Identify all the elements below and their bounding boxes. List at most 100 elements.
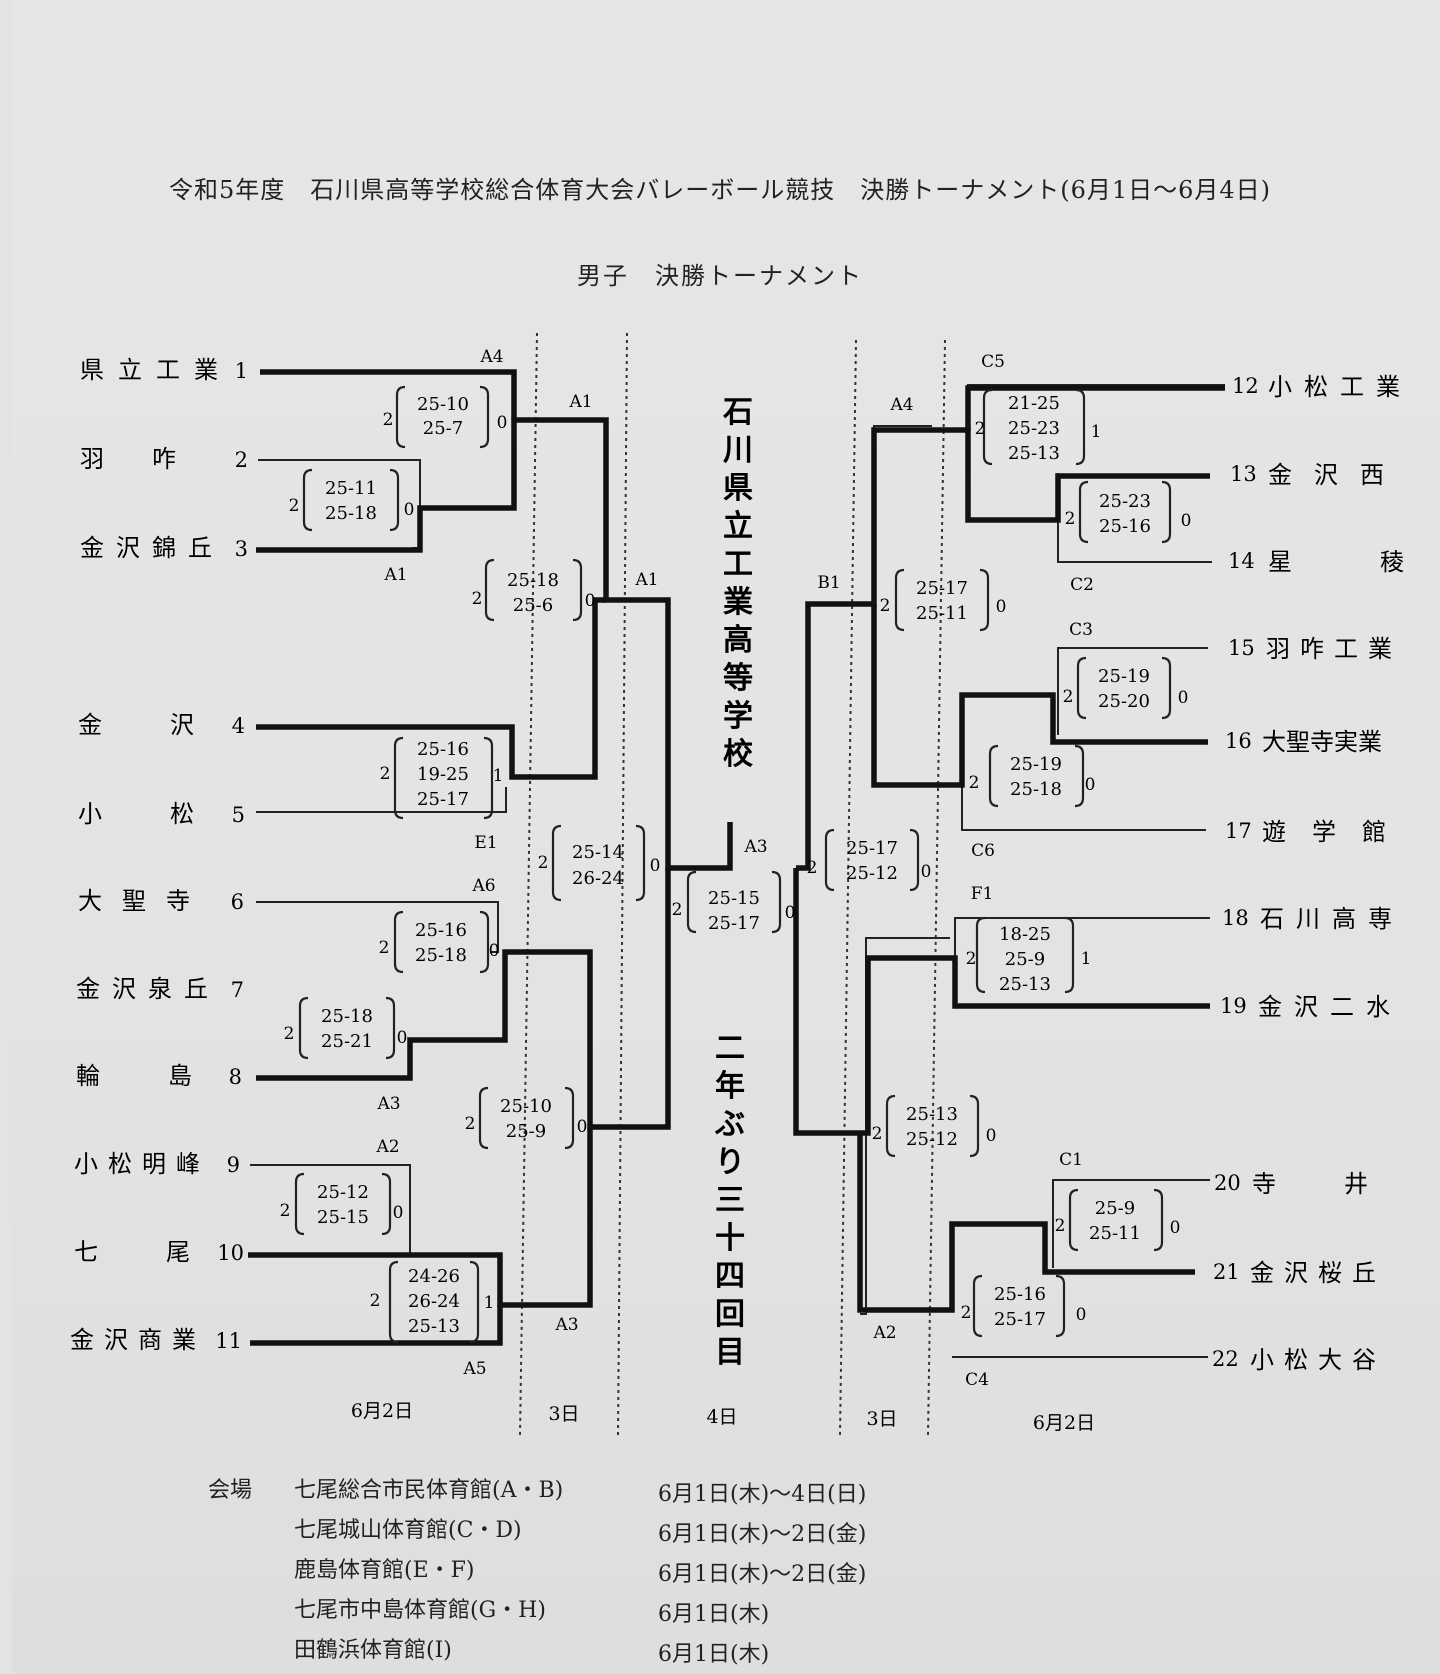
set-score: 25-17 bbox=[417, 789, 469, 810]
venue-dates: 6月1日(木)～2日(金) bbox=[658, 1522, 867, 1547]
set-score: 25-17 bbox=[994, 1309, 1046, 1330]
sets-won: 0 bbox=[1170, 1218, 1181, 1238]
left-team-name: 金 沢 bbox=[78, 711, 216, 739]
round-separator bbox=[519, 332, 538, 1436]
court-code: A4 bbox=[479, 347, 503, 367]
sets-won: 0 bbox=[577, 1117, 588, 1137]
right-team-number: 18 bbox=[1222, 906, 1249, 930]
left-team-number: 11 bbox=[215, 1329, 242, 1353]
venue-row: 七尾城山体育館(C・D) 6月1日(木)～2日(金) bbox=[208, 1512, 1208, 1552]
round-days: 6月2日 3日 4日 3日 6月2日 bbox=[351, 1400, 1095, 1434]
right-team-name: 金沢二水 bbox=[1258, 993, 1402, 1021]
court-codes: A4 A1 A1 A1 E1 A6 A3 A2 A5 A3 A3 C5 A4 C… bbox=[375, 347, 1093, 1390]
left-team-number: 6 bbox=[231, 890, 244, 914]
bracket-lines-winners bbox=[248, 369, 1225, 1346]
document-title: 令和5年度 石川県高等学校総合体育大会バレーボール競技 決勝トーナメント(6月1… bbox=[168, 176, 1272, 204]
streak-char: 目 bbox=[715, 1335, 745, 1370]
left-team-name: 七 尾 bbox=[74, 1238, 212, 1266]
right-team-name: 金沢桜丘 bbox=[1250, 1259, 1386, 1287]
streak-char: 回 bbox=[715, 1297, 745, 1332]
sets-won: 2 bbox=[289, 496, 300, 516]
left-team-name: 金沢泉丘 bbox=[76, 975, 220, 1003]
sets-won: 2 bbox=[538, 853, 549, 873]
right-team-name: 小松工業 bbox=[1268, 373, 1412, 401]
right-team-number: 20 bbox=[1214, 1171, 1241, 1195]
set-score: 25-18 bbox=[507, 570, 559, 591]
set-score: 25-18 bbox=[321, 1006, 373, 1027]
set-score: 25-16 bbox=[994, 1284, 1046, 1305]
streak-vertical-text: 二 年 ぶ り 三 十 四 回 目 bbox=[714, 1031, 745, 1370]
sets-won: 0 bbox=[1076, 1305, 1087, 1325]
venue-dates: 6月1日(木) bbox=[658, 1602, 770, 1627]
right-team-name: 大聖寺実業 bbox=[1262, 728, 1382, 756]
set-score: 25-14 bbox=[572, 842, 624, 863]
paper-sheet bbox=[12, 0, 1440, 1674]
champion-char: 県 bbox=[723, 471, 753, 506]
right-team-name: 小松大谷 bbox=[1250, 1346, 1386, 1374]
sets-won: 1 bbox=[484, 1293, 495, 1313]
court-code: A1 bbox=[383, 565, 407, 585]
set-score: 25-18 bbox=[1010, 779, 1062, 800]
left-team-name: 羽 咋 bbox=[80, 445, 188, 473]
right-team-number: 16 bbox=[1225, 729, 1252, 753]
court-code: C5 bbox=[981, 352, 1005, 372]
left-team-number: 9 bbox=[227, 1153, 240, 1177]
set-score: 25-15 bbox=[708, 888, 760, 909]
venue-dates: 6月1日(木) bbox=[658, 1642, 770, 1667]
sets-won: 2 bbox=[961, 1303, 972, 1323]
sets-won: 2 bbox=[379, 938, 390, 958]
sets-won: 0 bbox=[650, 856, 661, 876]
set-score: 25-20 bbox=[1098, 691, 1150, 712]
streak-char: 二 bbox=[715, 1031, 745, 1066]
court-code: C3 bbox=[1069, 620, 1093, 640]
right-team-name: 金沢西 bbox=[1268, 461, 1406, 489]
left-team-number: 2 bbox=[235, 448, 248, 472]
round-separator bbox=[617, 332, 628, 1436]
left-team-name: 金沢錦丘 bbox=[80, 534, 224, 562]
set-score: 25-10 bbox=[417, 394, 469, 415]
sets-won: 0 bbox=[921, 862, 932, 882]
right-team-name: 羽咋工業 bbox=[1266, 635, 1402, 663]
court-code: A2 bbox=[872, 1323, 896, 1343]
venue-row: 鹿島体育館(E・F) 6月1日(木)～2日(金) bbox=[208, 1552, 1208, 1592]
round-separator bbox=[839, 339, 857, 1436]
set-score: 25-9 bbox=[1005, 949, 1045, 970]
venue-name: 田鶴浜体育館(I) bbox=[294, 1638, 452, 1663]
left-team-name: 小松明峰 bbox=[74, 1150, 210, 1178]
sets-won: 2 bbox=[280, 1201, 291, 1221]
set-score: 25-13 bbox=[1008, 443, 1060, 464]
court-code: C2 bbox=[1070, 575, 1094, 595]
set-score: 25-17 bbox=[708, 913, 760, 934]
right-team-name: 星 稜 bbox=[1268, 548, 1436, 576]
court-code: A3 bbox=[743, 837, 767, 857]
sets-won: 1 bbox=[493, 766, 504, 786]
set-score: 25-23 bbox=[1008, 418, 1060, 439]
set-score: 25-18 bbox=[415, 945, 467, 966]
set-score: 26-24 bbox=[408, 1291, 460, 1312]
day-label: 3日 bbox=[548, 1403, 579, 1425]
set-score: 21-25 bbox=[1008, 393, 1060, 414]
sets-won: 2 bbox=[1055, 1216, 1066, 1236]
set-score: 25-9 bbox=[506, 1121, 546, 1142]
set-score: 26-24 bbox=[572, 868, 624, 889]
sets-won: 0 bbox=[393, 1203, 404, 1223]
venue-name: 七尾市中島体育館(G・H) bbox=[294, 1598, 546, 1623]
court-code: A3 bbox=[554, 1315, 578, 1335]
sets-won: 2 bbox=[966, 949, 977, 969]
set-score: 25-13 bbox=[408, 1316, 460, 1337]
sets-won: 0 bbox=[404, 500, 415, 520]
set-score: 19-25 bbox=[417, 764, 469, 785]
set-score: 25-11 bbox=[325, 478, 377, 499]
court-code: A1 bbox=[634, 570, 658, 590]
champion-char: 立 bbox=[723, 509, 753, 544]
set-score: 25-18 bbox=[325, 503, 377, 524]
venue-dates: 6月1日(木)～2日(金) bbox=[658, 1562, 867, 1587]
sets-won: 0 bbox=[785, 903, 796, 923]
sets-won: 0 bbox=[1181, 511, 1192, 531]
sets-won: 1 bbox=[1081, 949, 1092, 969]
champion-vertical-text: 石 川 県 立 工 業 高 等 学 校 bbox=[722, 395, 753, 772]
sets-won: 0 bbox=[489, 941, 500, 961]
set-score: 25-21 bbox=[321, 1031, 373, 1052]
set-counts: 2 0 2 0 2 0 2 1 2 0 2 0 2 0 2 0 2 0 2 1 … bbox=[280, 410, 1192, 1325]
set-score: 25-16 bbox=[1099, 516, 1151, 537]
